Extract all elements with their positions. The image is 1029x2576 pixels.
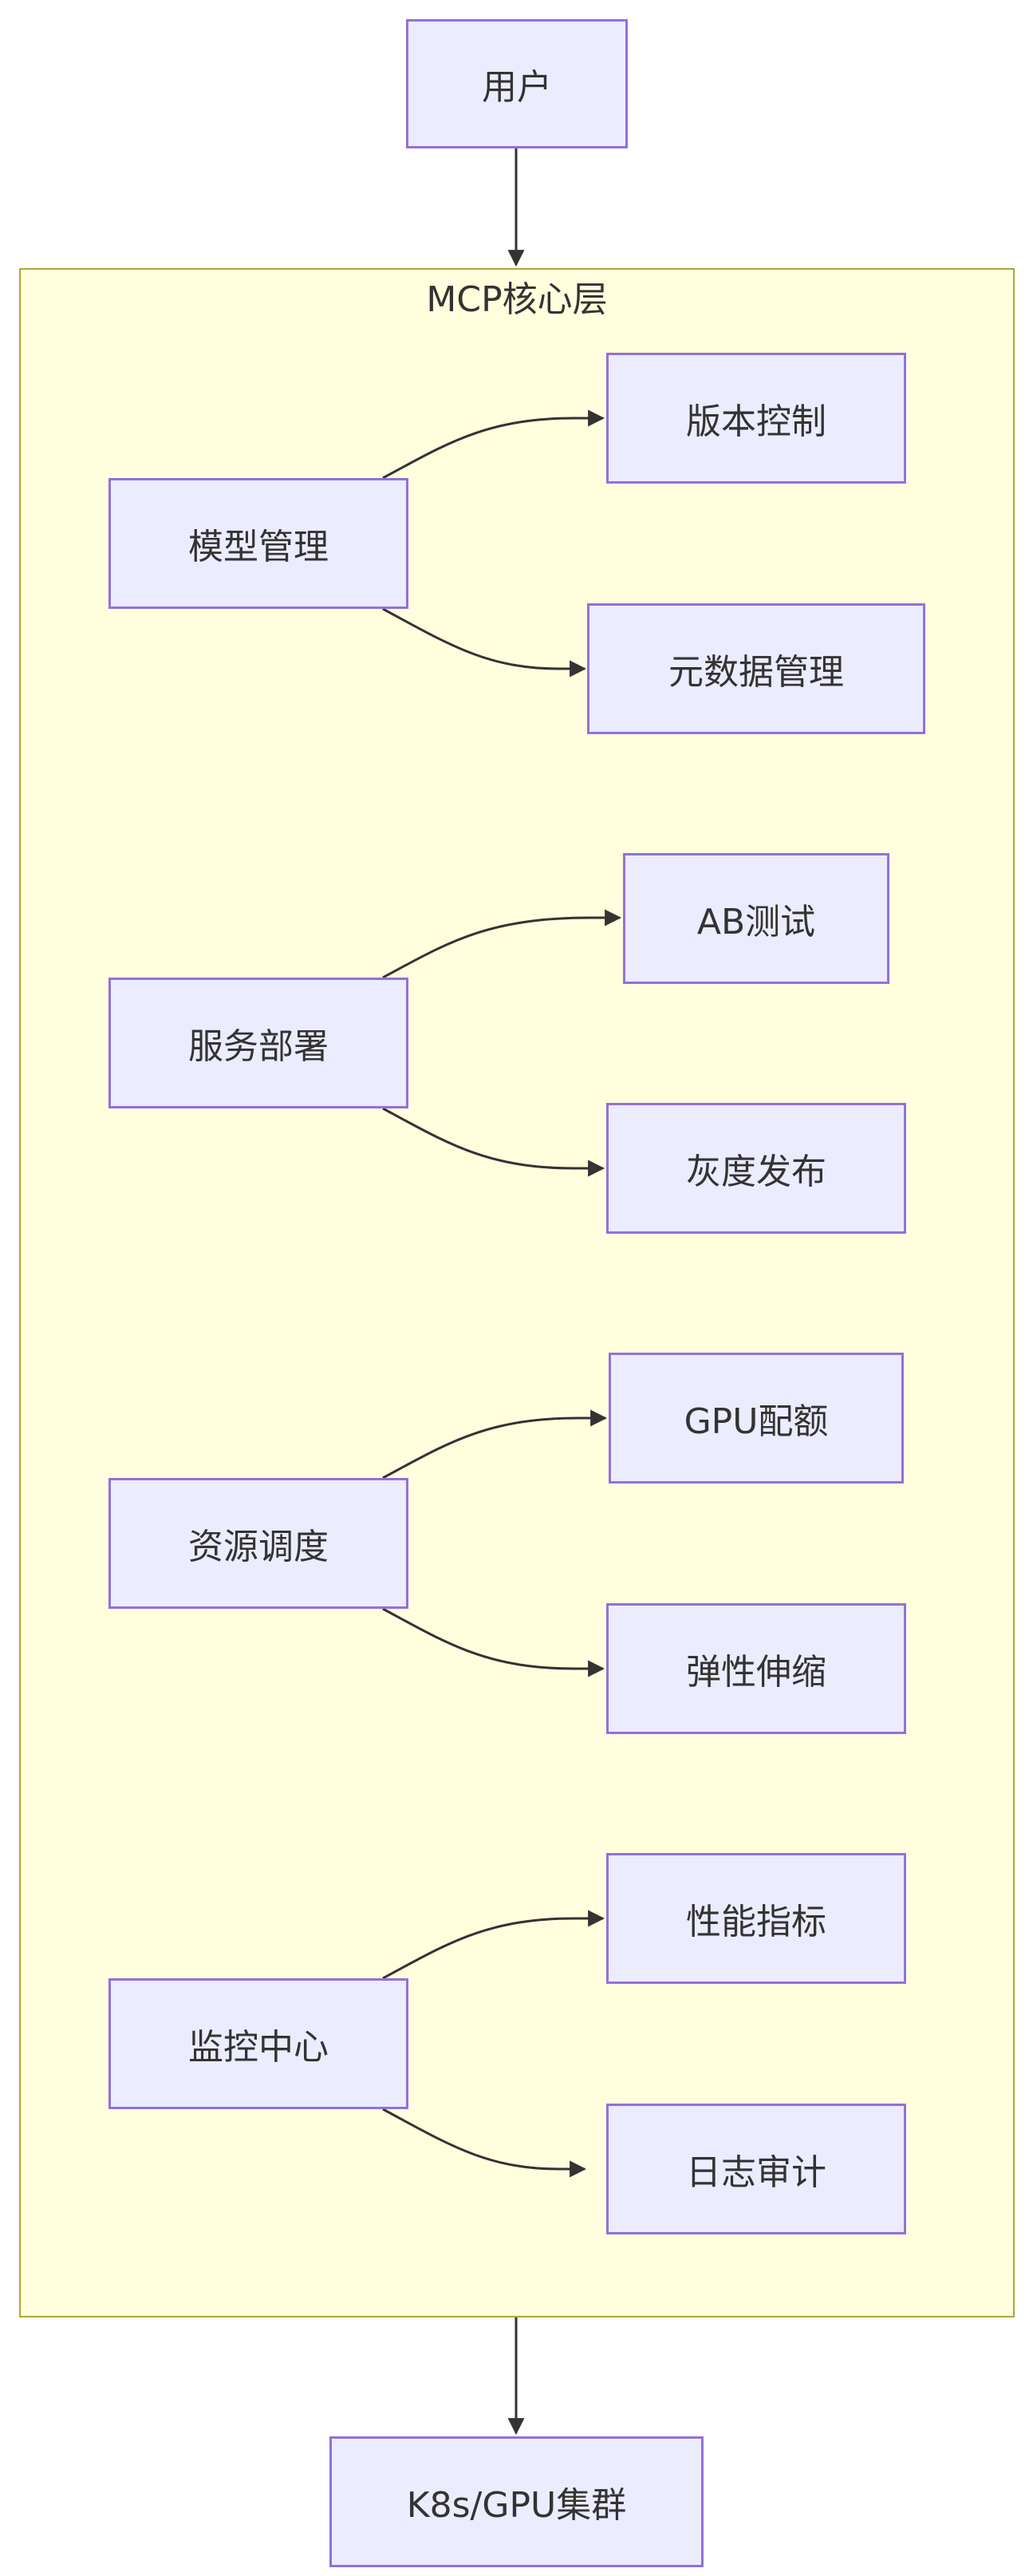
group-title: MCP核心层 [426, 279, 608, 320]
node-metadata-management: 元数据管理 [587, 603, 925, 734]
node-elastic-scaling: 弹性伸缩 [606, 1603, 906, 1734]
node-service-deployment: 服务部署 [108, 978, 408, 1108]
node-user: 用户 [406, 19, 628, 148]
node-model-management: 模型管理 [108, 478, 408, 609]
node-k8s-gpu-cluster: K8s/GPU集群 [329, 2436, 704, 2567]
node-ab-test: AB测试 [623, 853, 889, 984]
node-gpu-quota: GPU配额 [609, 1353, 904, 1484]
node-version-control: 版本控制 [606, 353, 906, 484]
node-gray-release: 灰度发布 [606, 1103, 906, 1234]
node-performance-metrics: 性能指标 [606, 1853, 906, 1984]
node-log-audit: 日志审计 [606, 2104, 906, 2234]
node-resource-scheduling: 资源调度 [108, 1478, 408, 1609]
node-monitoring-center: 监控中心 [108, 1978, 408, 2109]
